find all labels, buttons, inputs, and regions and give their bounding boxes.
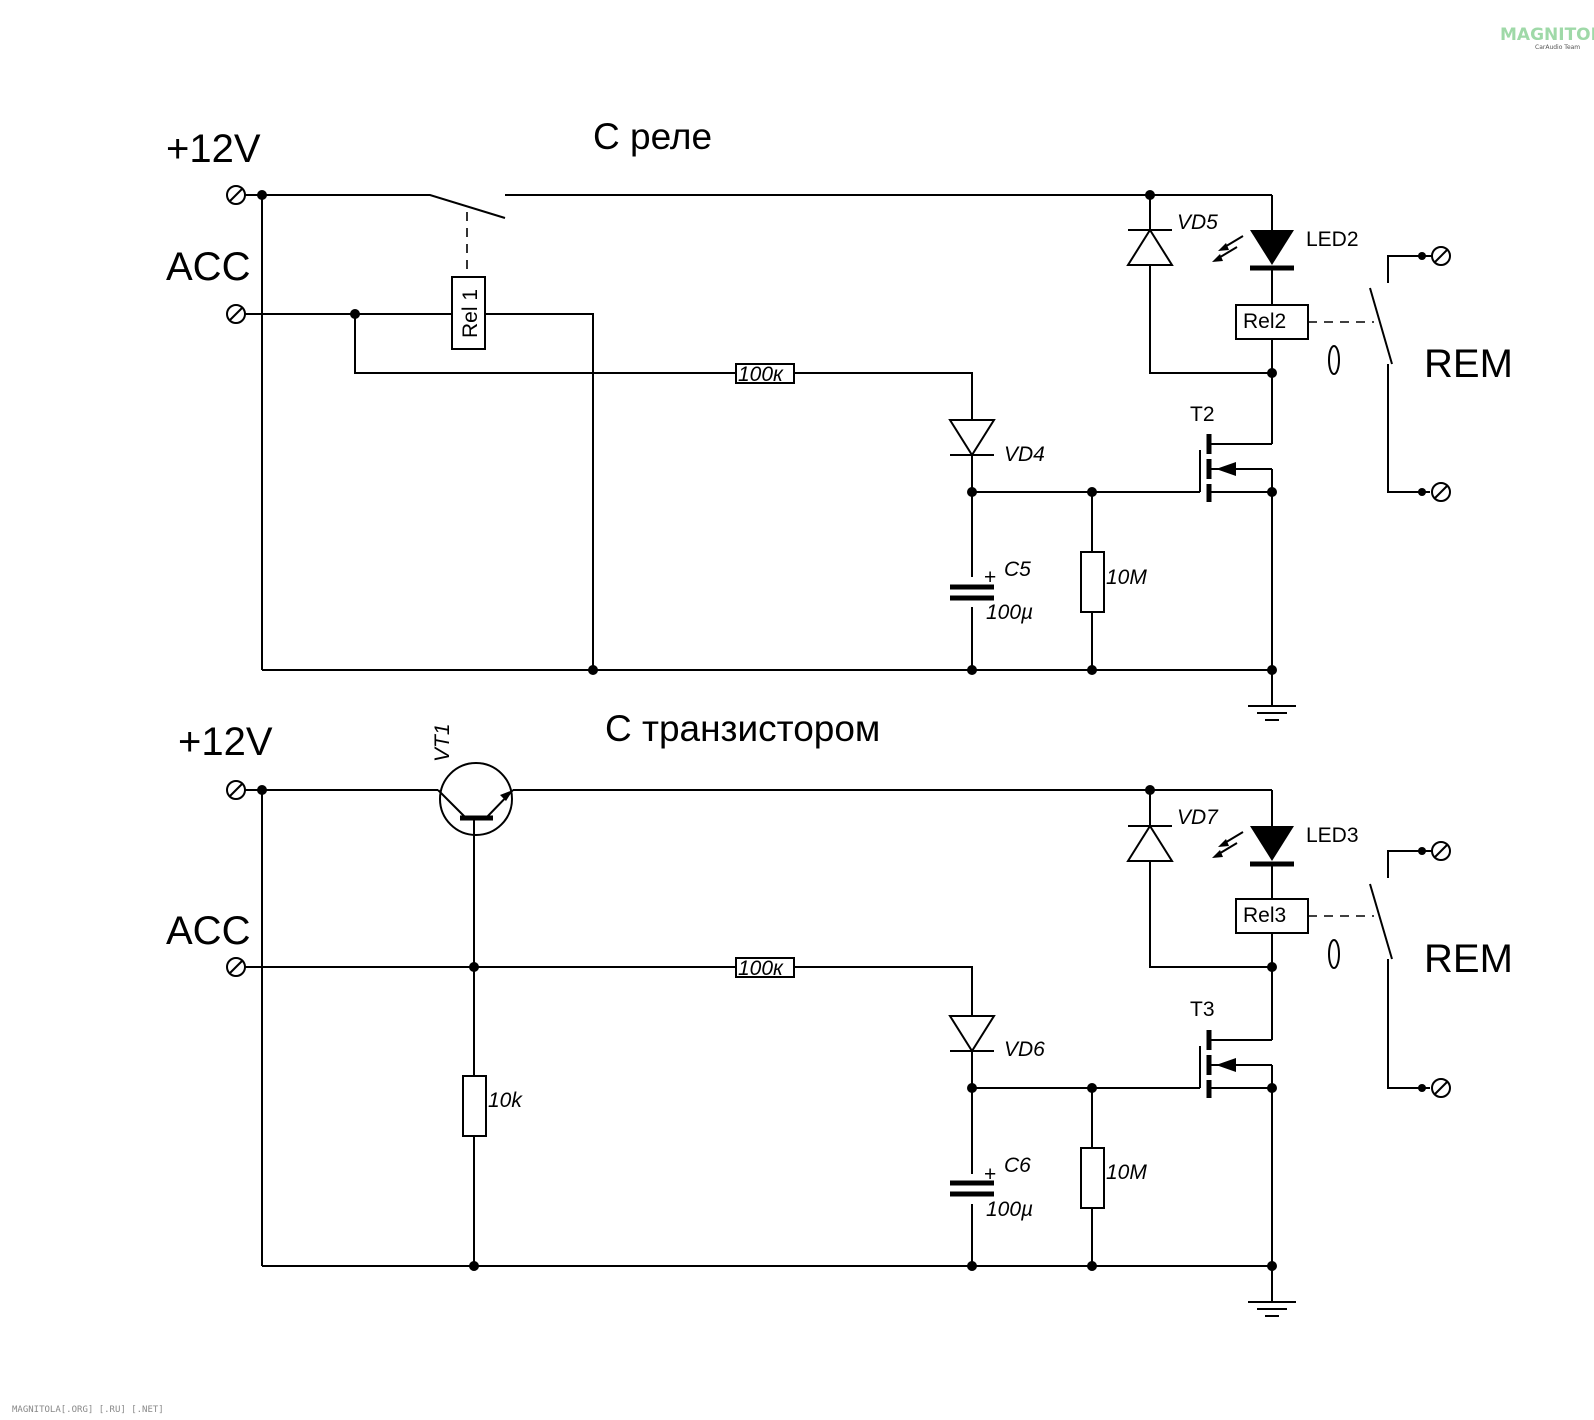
- rel2-label: Rel2: [1243, 310, 1286, 333]
- relay-circuit: С реле +12V ACC: [166, 116, 1513, 721]
- rel3-coil: Rel3: [1235, 898, 1309, 934]
- led2: LED2: [1212, 228, 1359, 271]
- led3: LED3: [1212, 824, 1359, 867]
- ground-symbol-2: [1248, 1301, 1296, 1317]
- wires-2: [245, 789, 1273, 1302]
- terminal-v12: [226, 185, 246, 205]
- t2-label: T2: [1190, 403, 1215, 426]
- rem-switch-2: REM: [1369, 841, 1513, 1098]
- terminal-v12-2: [226, 780, 246, 800]
- c6-label: C6: [1004, 1154, 1031, 1177]
- acc-label-2: ACC: [166, 909, 250, 953]
- capacitor-c5: + C5 100µ: [950, 558, 1033, 624]
- rem-label: REM: [1424, 342, 1513, 386]
- r100k-label-2: 100к: [738, 957, 784, 980]
- transistor-circuit: С транзистором +12V ACC: [166, 708, 1513, 1317]
- capacitor-c6: + C6 100µ: [950, 1154, 1033, 1221]
- junction-dots-2: [257, 785, 1426, 1271]
- mosfet-t3: T3: [1190, 998, 1236, 1098]
- terminal-acc-2: [226, 957, 246, 977]
- diode-vd6: VD6: [948, 1015, 1045, 1061]
- c5-plus: +: [984, 566, 996, 589]
- resistor-10m: 10M: [1080, 551, 1147, 613]
- ground-symbol: [1248, 705, 1296, 721]
- rem-label-2: REM: [1424, 937, 1513, 981]
- r10m-label: 10M: [1106, 566, 1147, 589]
- led3-label: LED3: [1306, 824, 1359, 847]
- rel1-coil: Rel 1: [451, 276, 486, 350]
- r10k-label: 10k: [488, 1089, 523, 1112]
- vd6-label: VD6: [1004, 1038, 1045, 1061]
- transistor-vt1: VT1: [431, 723, 514, 836]
- resistor-100k-2: 100к: [735, 957, 795, 980]
- terminal-acc: [226, 304, 246, 324]
- rel3-label: Rel3: [1243, 904, 1286, 927]
- vd4-label: VD4: [1004, 443, 1045, 466]
- rel1-label: Rel 1: [459, 289, 482, 338]
- vt1-label: VT1: [431, 723, 454, 762]
- rel3-coil-mark: [1328, 939, 1340, 969]
- transistor-circuit-title: С транзистором: [605, 708, 880, 749]
- v12-label: +12V: [166, 127, 261, 171]
- r100k-label: 100к: [738, 363, 784, 386]
- watermark-logo: MAGNITOLA CarAudio Team: [1500, 25, 1594, 51]
- resistor-10m-2: 10M: [1080, 1147, 1147, 1209]
- vd7-label: VD7: [1177, 806, 1219, 829]
- resistor-100k: 100к: [735, 363, 795, 386]
- footer-text: MAGNITOLA[.ORG] [.RU] [.NET]: [12, 1405, 164, 1415]
- c6-plus: +: [984, 1163, 996, 1186]
- wires: [245, 194, 1273, 706]
- diode-vd4: VD4: [948, 419, 1045, 466]
- watermark-logo-subtext: CarAudio Team: [1535, 44, 1580, 51]
- rel2-coil-mark: [1328, 345, 1340, 375]
- diode-vd7: VD7: [1126, 806, 1219, 862]
- watermark-logo-text: MAGNITOLA: [1500, 25, 1594, 45]
- c5-label: C5: [1004, 558, 1031, 581]
- vd5-label: VD5: [1177, 211, 1218, 234]
- rem-switch: REM: [1369, 246, 1513, 502]
- t3-label: T3: [1190, 998, 1215, 1021]
- c5-value: 100µ: [986, 601, 1033, 624]
- relay-circuit-title: С реле: [593, 116, 712, 157]
- mosfet-t2: T2: [1190, 403, 1236, 502]
- r10m-label-2: 10M: [1106, 1161, 1147, 1184]
- rel2-coil: Rel2: [1235, 304, 1309, 340]
- c6-value: 100µ: [986, 1198, 1033, 1221]
- acc-label: ACC: [166, 245, 250, 289]
- junction-dots: [257, 190, 1426, 675]
- v12-label-2: +12V: [178, 720, 273, 764]
- diode-vd5: VD5: [1126, 211, 1218, 266]
- resistor-10k: 10k: [462, 1075, 523, 1137]
- led2-label: LED2: [1306, 228, 1359, 251]
